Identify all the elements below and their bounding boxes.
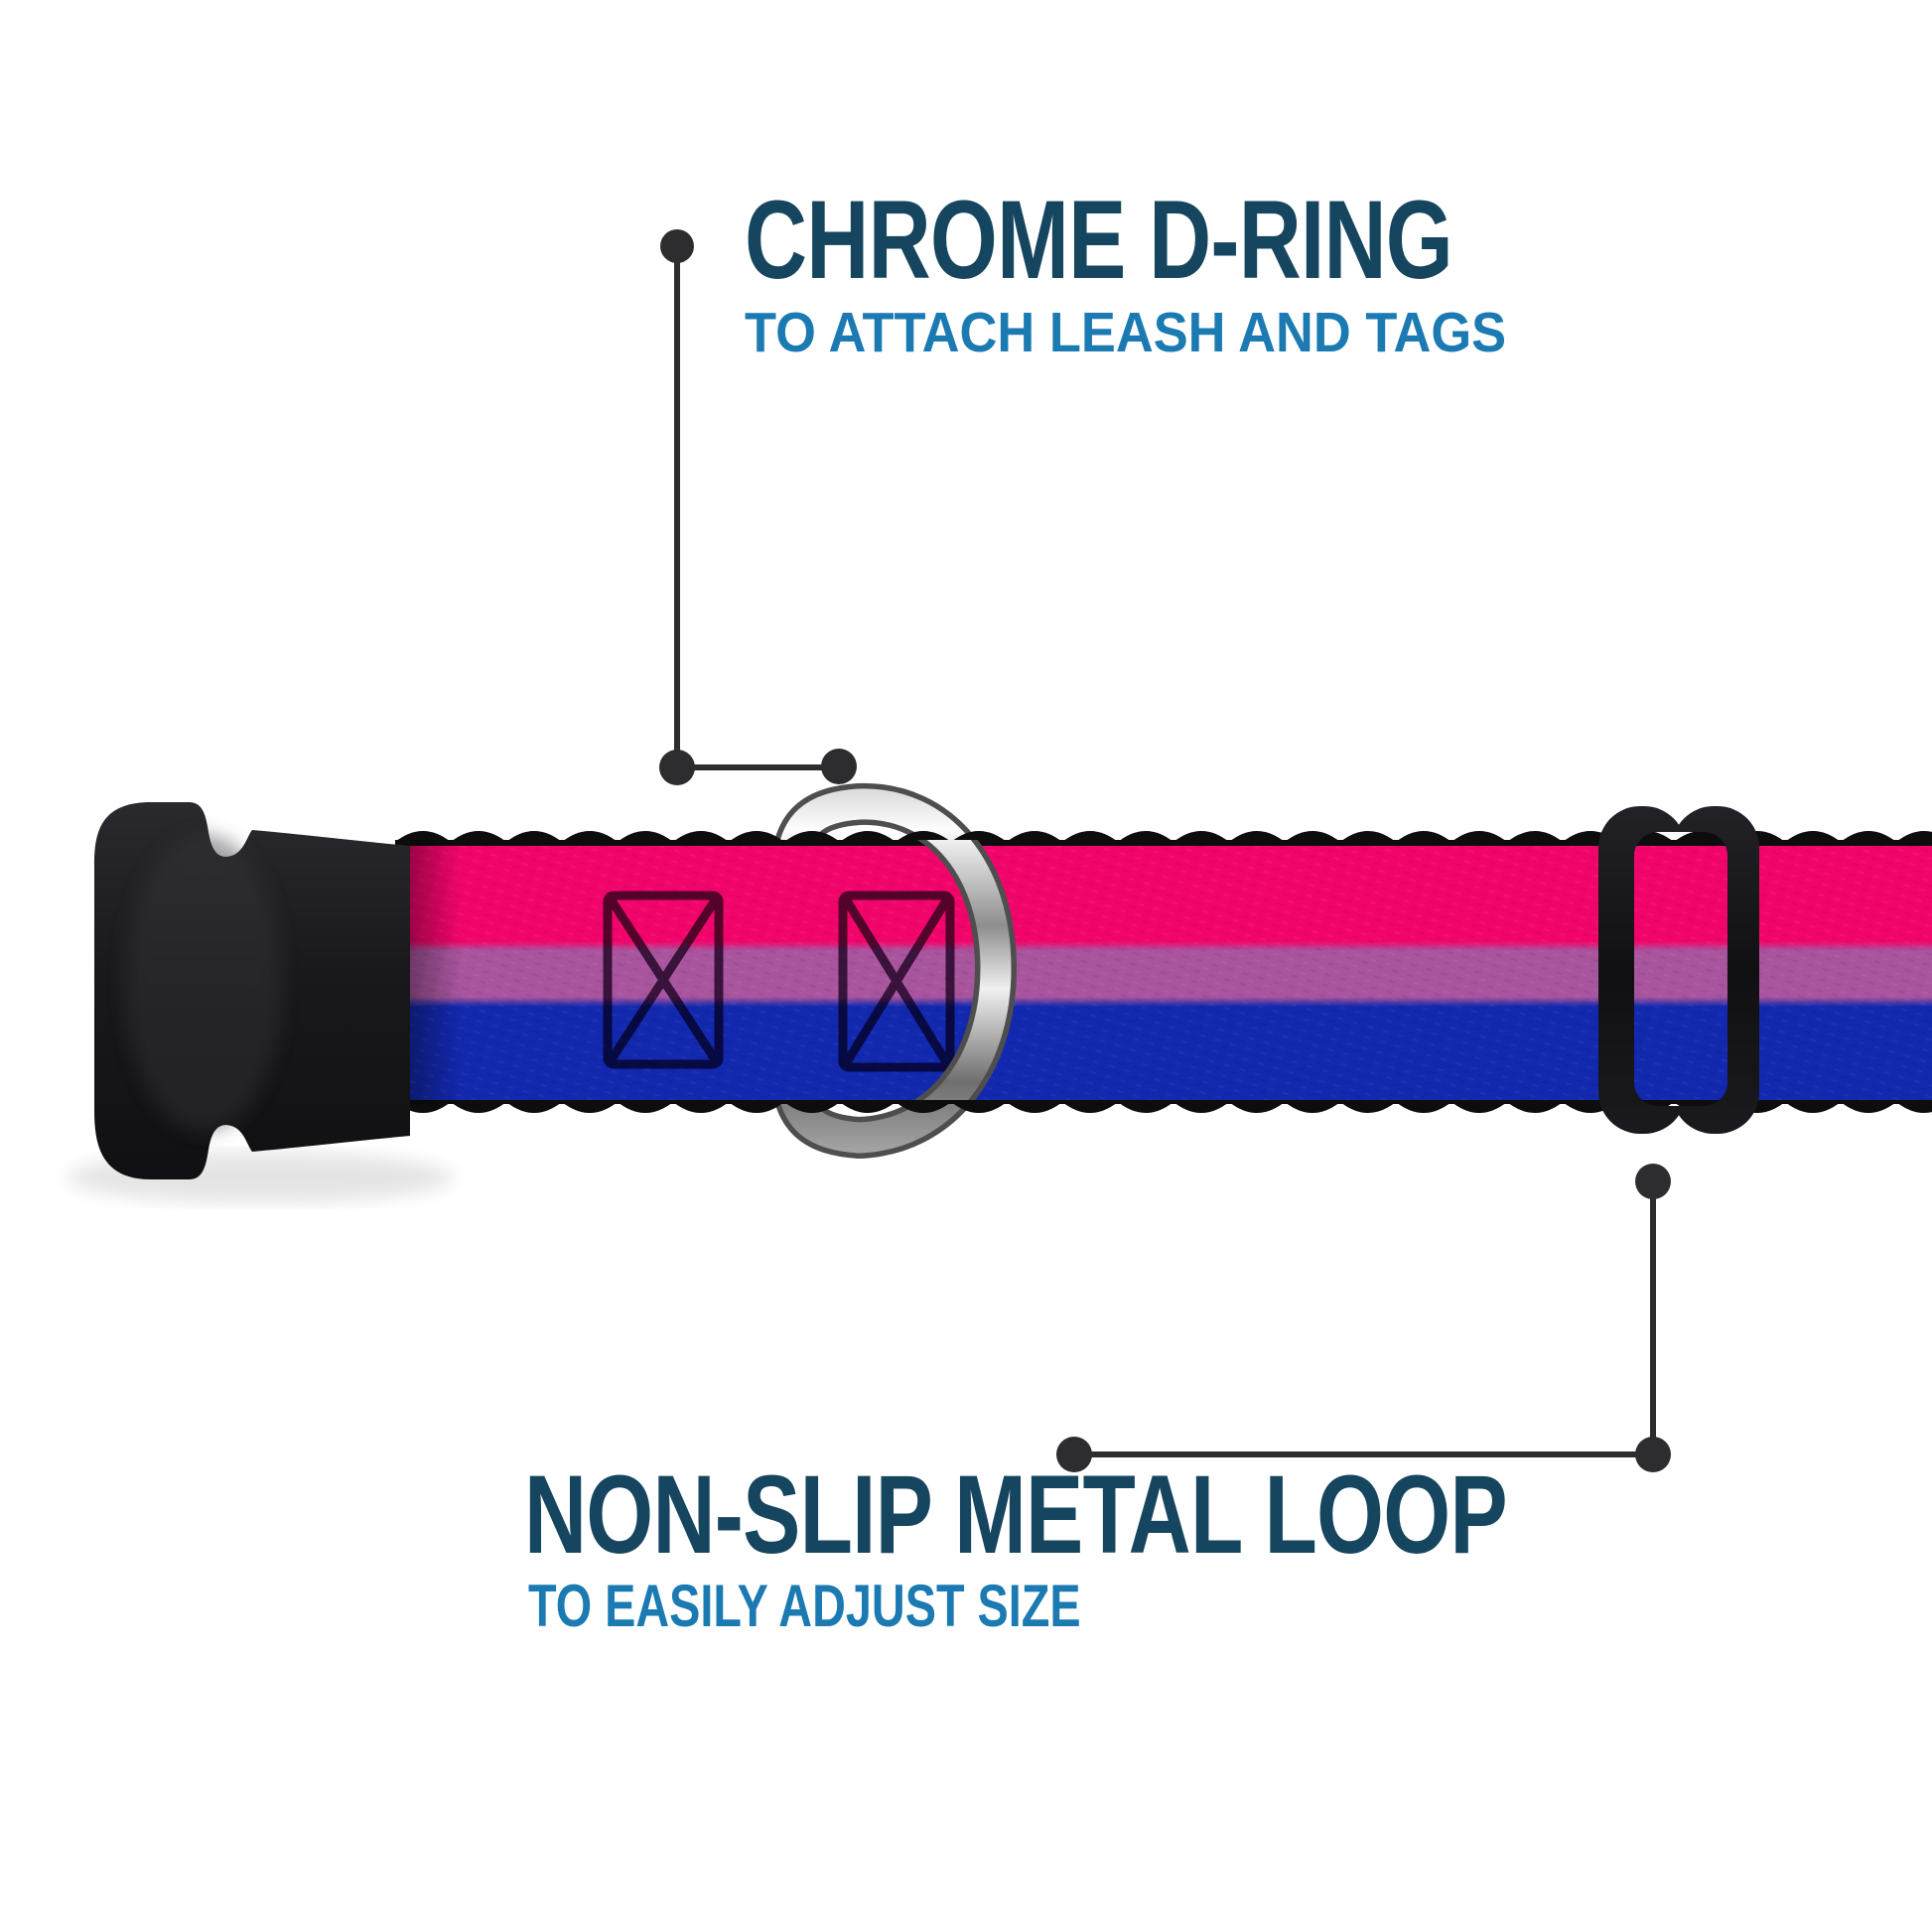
loop-title: NON-SLIP METAL LOOP: [524, 1452, 1508, 1577]
dring-subtitle: TO ATTACH LEASH AND TAGS: [745, 301, 1507, 364]
dring-title: CHROME D-RING: [745, 178, 1453, 302]
buckle-cast-shadow: [410, 840, 462, 1104]
loop-callout-line-vertical: [1650, 1181, 1656, 1454]
stitch-boxes: [603, 891, 955, 1072]
side-release-buckle: [94, 802, 410, 1179]
dring-callout-line-vertical: [674, 246, 680, 767]
stitch-box-left: [603, 891, 724, 1069]
buckle-sheen: [124, 834, 283, 1132]
d-ring-front: [913, 840, 1018, 1100]
dring-callout-line-horizontal: [677, 764, 839, 770]
loop-callout-dot-end: [1056, 1437, 1092, 1472]
loop-callout-line-horizontal: [1074, 1451, 1653, 1457]
dring-callout-dot-end: [821, 749, 857, 784]
webbing-top-scallop: [395, 831, 1932, 842]
adjuster-slider: [1585, 792, 1779, 1152]
webbing-bottom-scallop: [395, 1102, 1932, 1113]
loop-subtitle: TO EASILY ADJUST SIZE: [528, 1573, 1081, 1639]
stitch-box-right: [838, 891, 955, 1072]
